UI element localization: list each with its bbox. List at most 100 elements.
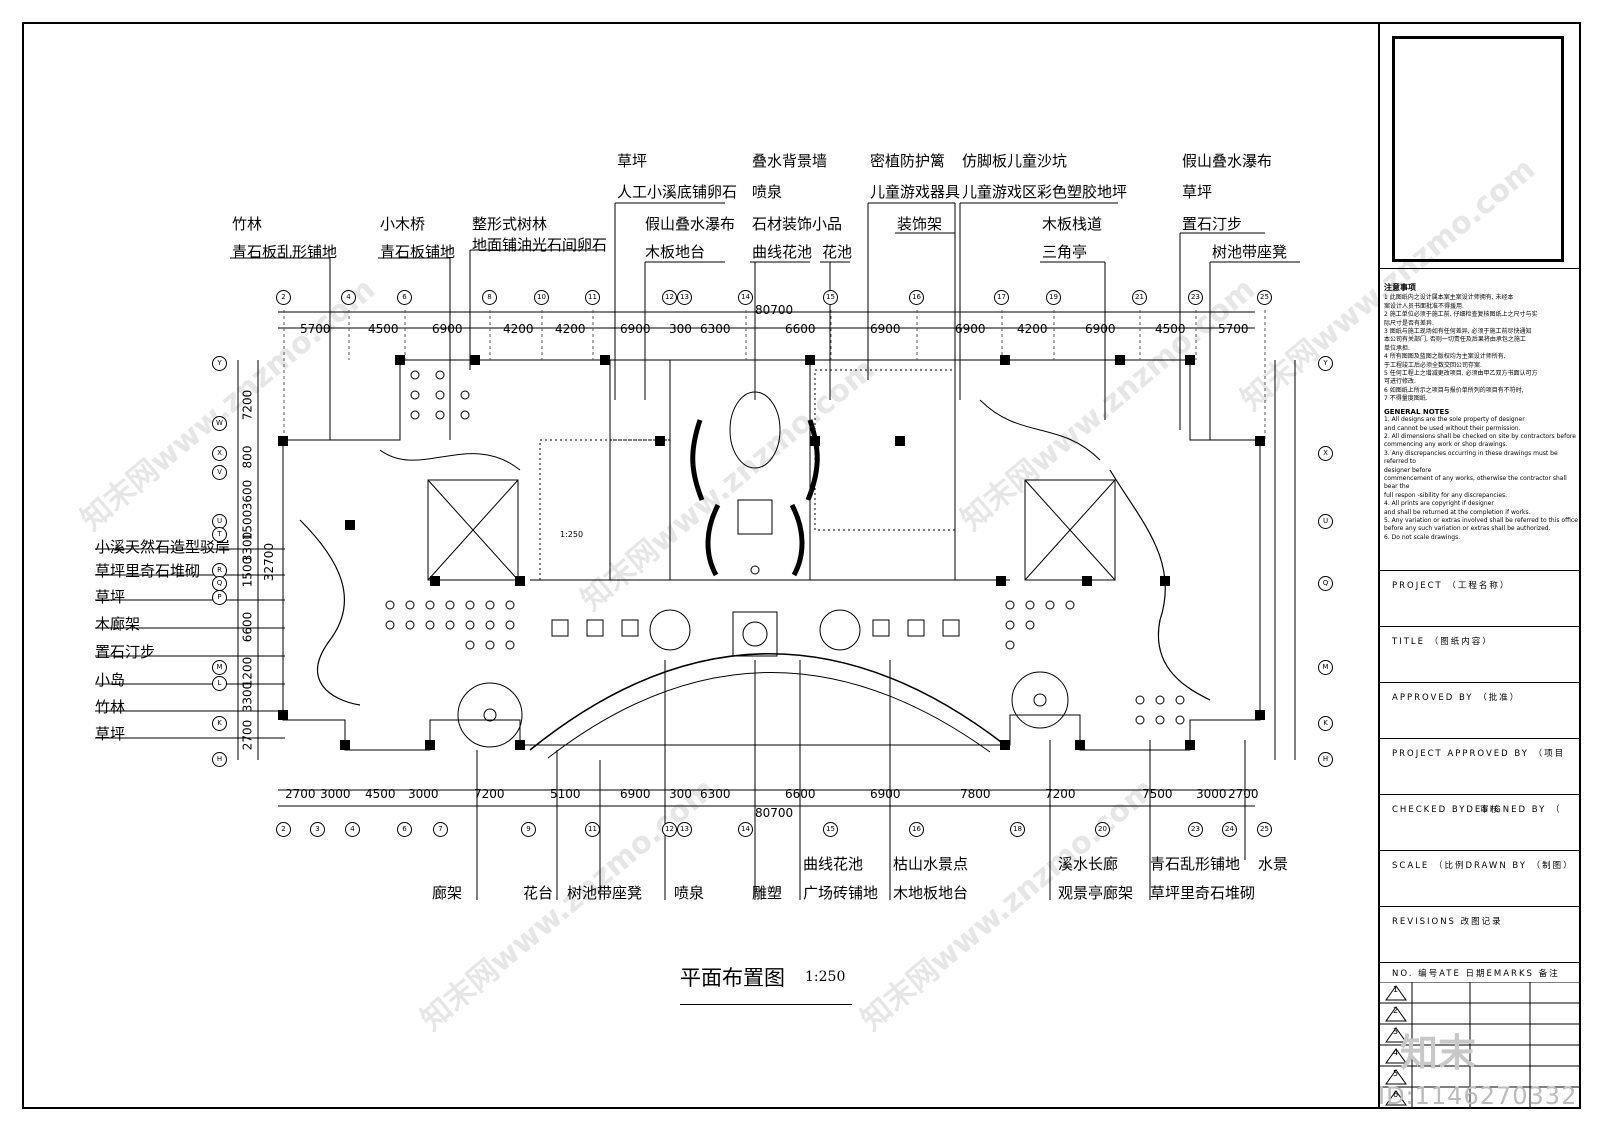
label-sculpture: 雕塑 [752,884,783,902]
axis-bubble: 13 [677,290,692,305]
note-line: 于工程竣工后必须全数交回公司存案. [1384,361,1482,369]
axis-bubble: R [212,563,227,578]
note-line: 1. All designs are the sole property of … [1384,416,1525,424]
dim-top-4: 4200 [555,322,586,336]
note-line: and shall be returned at the completion … [1384,508,1531,516]
note-line: commencement of any works, otherwise the… [1384,474,1567,491]
dim-top-11: 4200 [1017,322,1048,336]
axis-bubble: U [1318,514,1333,529]
label-wood-bridge: 小木桥 [380,215,426,233]
label-stepping-stones: 置石汀步 [1182,215,1243,233]
label-wood-deck: 木板地台 [645,243,706,261]
dim-bottom-0: 2700 [285,787,316,801]
note-line: 6. Do not scale drawings. [1384,533,1461,541]
axis-bubble: 21 [1132,290,1147,305]
axis-bubble: M [1318,660,1333,675]
axis-bubble: Q [212,576,227,591]
dim-left-5: 1500 [240,556,255,588]
label-hedge: 密植防护篱 [870,152,946,170]
axis-bubble: 13 [677,822,692,837]
label-fountain: 喷泉 [674,884,705,902]
tb-rev-header-text: NO. 编号ATE 日期EMARKS 备注 [1392,969,1560,979]
tb-checked-text: CHECKED BYDESIGNED BY （ [1392,805,1562,815]
label-lawn-b: 草坪 [1182,183,1213,201]
dim-bottom-3: 3000 [408,787,439,801]
note-line: 案设计人员书面批准不得援用. [1384,302,1464,310]
axis-bubble: Q [1318,576,1333,591]
axis-bubble: 24 [1222,822,1237,837]
label-water-wall: 叠水背景墙 [752,152,828,170]
note-line: 2. All dimensions shall be checked on si… [1384,432,1576,440]
label-bench-planter: 树池带座凳 [567,884,643,902]
axis-bubble: 25 [1257,290,1272,305]
dim-bottom-7: 300 [669,787,692,801]
dim-top-10: 6900 [955,322,986,336]
label-left-5: 小岛 [95,671,126,689]
dim-left-9: 2700 [240,719,255,751]
notes-en-heading: GENERAL NOTES [1384,407,1450,416]
label-bamboo: 竹林 [232,215,263,233]
label-deco-rack: 装饰架 [897,215,943,233]
axis-bubble: 25 [1257,822,1272,837]
note-line: 可进行修改. [1384,378,1416,386]
note-line: 7 不得量度图纸. [1384,395,1428,403]
dim-top-1: 4500 [368,322,399,336]
axis-bubble: 15 [823,822,838,837]
dim-bottom-4: 7200 [474,787,505,801]
axis-bubble: 4 [345,822,360,837]
dim-top-9: 6900 [870,322,901,336]
dim-bottom-8: 6300 [700,787,731,801]
label-left-0: 小溪天然石造型驳岸 [95,538,231,556]
label-fountain-top: 喷泉 [752,183,783,201]
dim-bottom-10: 6900 [870,787,901,801]
tb-project-text: PROJECT （工程名称） [1392,581,1511,591]
label-tree-pool-bench: 树池带座凳 [1212,243,1288,261]
axis-bubble: X [212,446,227,461]
axis-bubble: 20 [1095,822,1110,837]
dim-bottom-2: 4500 [365,787,396,801]
label-stream: 人工小溪底铺卵石 [617,183,738,201]
note-line: 6 如图纸上所示之项目与报价单所列的项目有不符时, [1384,386,1524,394]
watermark-id: ID:1146270332 [1378,1082,1578,1110]
drawing-frame [22,22,1581,1109]
site-plan [95,202,1300,900]
axis-bubble: 12 [662,822,677,837]
axis-bubble: X [1318,446,1333,461]
label-boardwalk: 木板栈道 [1042,215,1103,233]
label-play-equipment: 儿童游戏器具 [870,183,961,201]
label-triangle-pavilion: 三角亭 [1042,243,1088,261]
dim-top-14: 5700 [1218,322,1249,336]
rev-number: 4 [1393,1048,1399,1057]
axis-bubble: T [212,527,227,542]
dim-top-12: 6900 [1085,322,1116,336]
axis-bubble: 11 [585,290,600,305]
dim-left-6: 6600 [240,611,255,643]
tb-project-approved: PROJECT APPROVED BY （项目 [1380,738,1581,795]
rev-number: 6 [1393,1090,1399,1099]
axis-bubble: 16 [909,290,924,305]
tb-approved: APPROVED BY （批准） [1380,682,1581,739]
note-line: designer before [1384,466,1432,474]
label-formal-grove: 整形式树林 [472,215,548,233]
axis-bubble: 11 [585,822,600,837]
note-line: commencing any work or shop drawings. [1384,441,1508,449]
tb-divider [1380,268,1581,269]
axis-bubble: H [212,752,227,767]
axis-bubble: U [212,514,227,529]
rev-number: 2 [1393,1006,1399,1015]
axis-bubble: 15 [823,290,838,305]
notes-heading: 注意事项 [1384,283,1416,292]
tb-rev-header: NO. 编号ATE 日期EMARKS 备注 [1380,962,1581,983]
title-underline [680,1004,852,1005]
axis-bubble: 23 [1188,290,1203,305]
note-line: 5. Any variation or extras involved shal… [1384,516,1578,524]
label-rockery-waterfall-2: 假山叠水瀑布 [1182,152,1273,170]
watermark-logo: 知末 [1400,1031,1477,1075]
drawing-scale: 1:250 [805,969,846,985]
note-line: 5 任何工程上之增减更改项目, 必须由甲乙双方书面认可方 [1384,370,1538,378]
label-view-pavilion: 观景亭廊架 [1058,884,1134,902]
plan-scale-note: 1:250 [560,530,584,539]
label-bluestone-floor: 青石板铺地 [380,243,456,261]
general-notes: 注意事项 1 此图纸内之设计属本案主案设计师拥有, 未经本 案设计人员书面批准不… [1384,283,1580,542]
axis-bubble: P [212,590,227,605]
